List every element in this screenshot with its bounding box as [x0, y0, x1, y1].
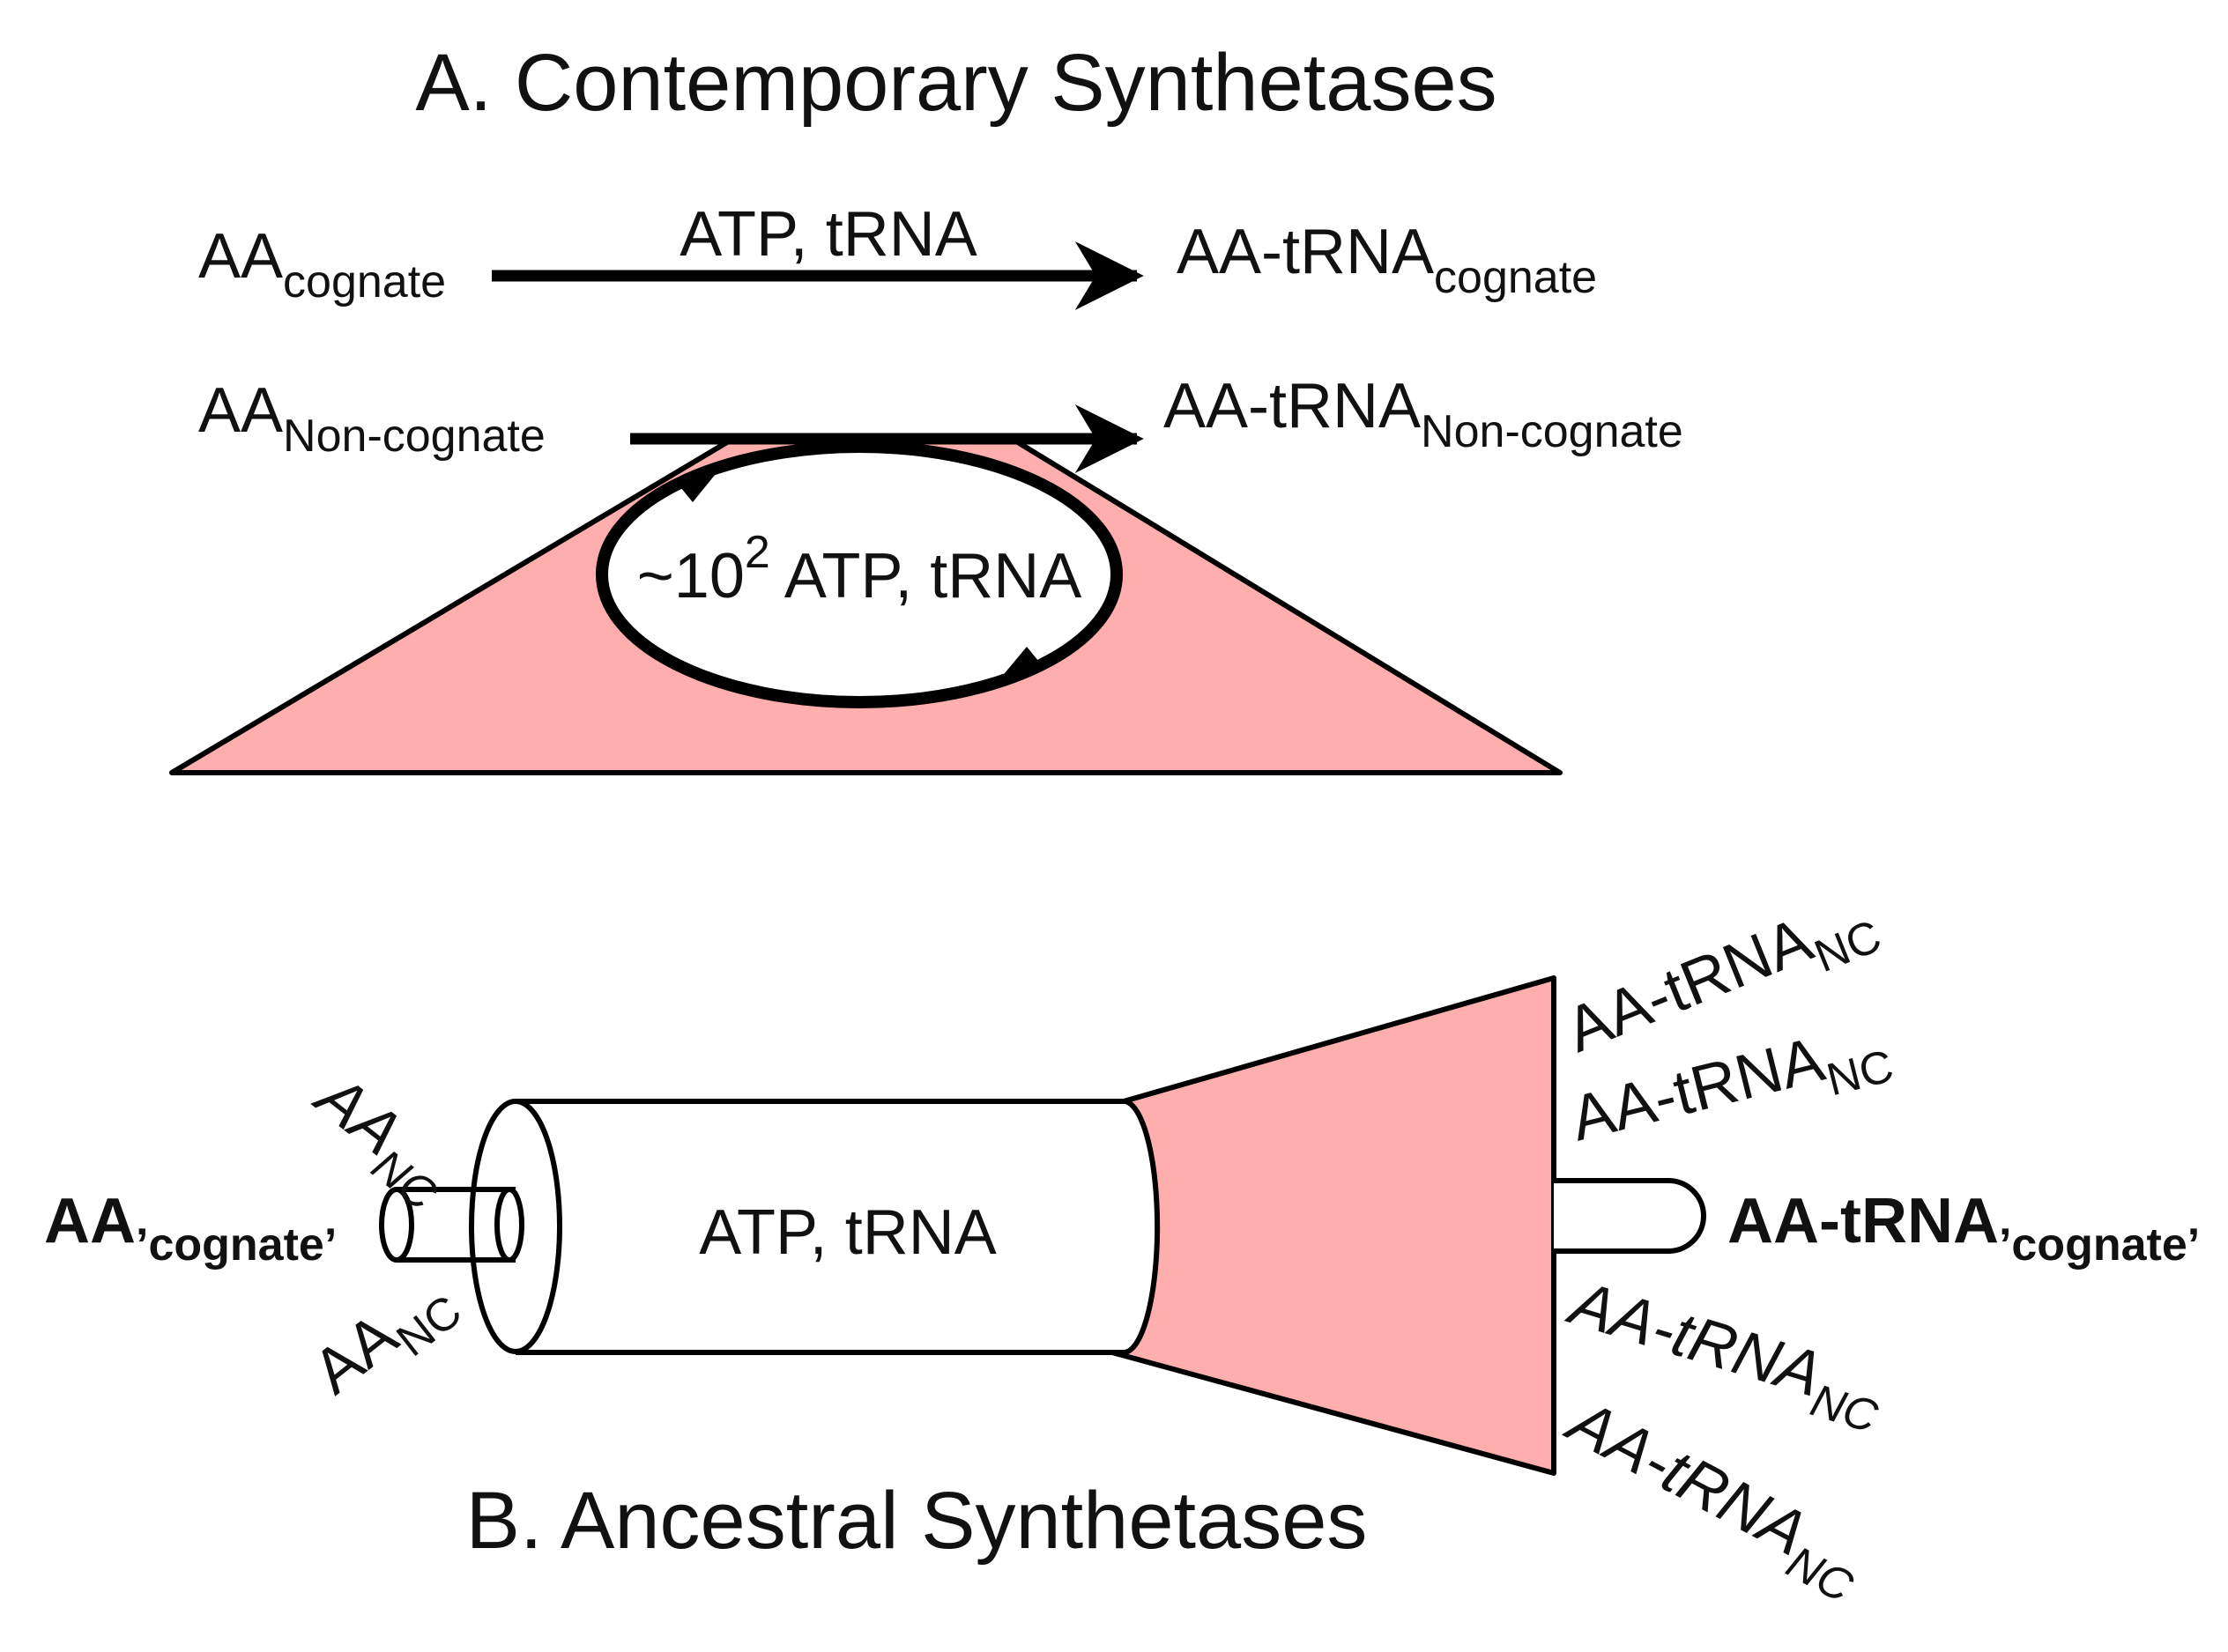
cycle-arrow-upper — [677, 465, 723, 502]
cognate-substrate: AAcognate — [198, 221, 446, 307]
output-pipe — [1554, 1178, 1706, 1254]
input-nc-label-lower: AANC — [301, 1259, 472, 1419]
cognate-conditions: ATP, tRNA — [680, 199, 977, 270]
panel-a: A. Contemporary Synthetases AAcognate AT… — [169, 38, 1683, 775]
cycle-arrow-lower — [996, 647, 1043, 684]
noncognate-reaction: AANon-cognate AA-tRNANon-cognate — [198, 371, 1683, 473]
panel-b: ATP, tRNA AA’cognate’ AANC AANC AA-tRNAN… — [44, 904, 2200, 1613]
funnel-trapezoid — [1110, 975, 1556, 1476]
output-cognate-label: AA-tRNA’cognate’ — [1727, 1186, 2200, 1270]
input-cognate-label: AA’cognate’ — [44, 1186, 337, 1270]
reaction-cylinder — [516, 1099, 1161, 1355]
noncognate-substrate: AANon-cognate — [198, 375, 546, 462]
panel-a-title: A. Contemporary Synthetases — [415, 38, 1496, 128]
noncognate-product: AA-tRNANon-cognate — [1163, 371, 1683, 457]
cylinder-label: ATP, tRNA — [699, 1197, 996, 1268]
hydrolysis-cycle — [596, 441, 1123, 708]
input-pipe-opening — [494, 1187, 524, 1263]
cognate-product: AA-tRNAcognate — [1177, 217, 1597, 303]
cognate-reaction: AAcognate ATP, tRNA AA-tRNAcognate — [198, 199, 1597, 310]
input-pipe-end — [379, 1187, 414, 1263]
panel-b-title: B. Ancestral Synthetases — [466, 1476, 1368, 1566]
cycle-label: ~102 ATP, tRNA — [637, 527, 1082, 611]
cylinder-front-face — [469, 1099, 562, 1354]
